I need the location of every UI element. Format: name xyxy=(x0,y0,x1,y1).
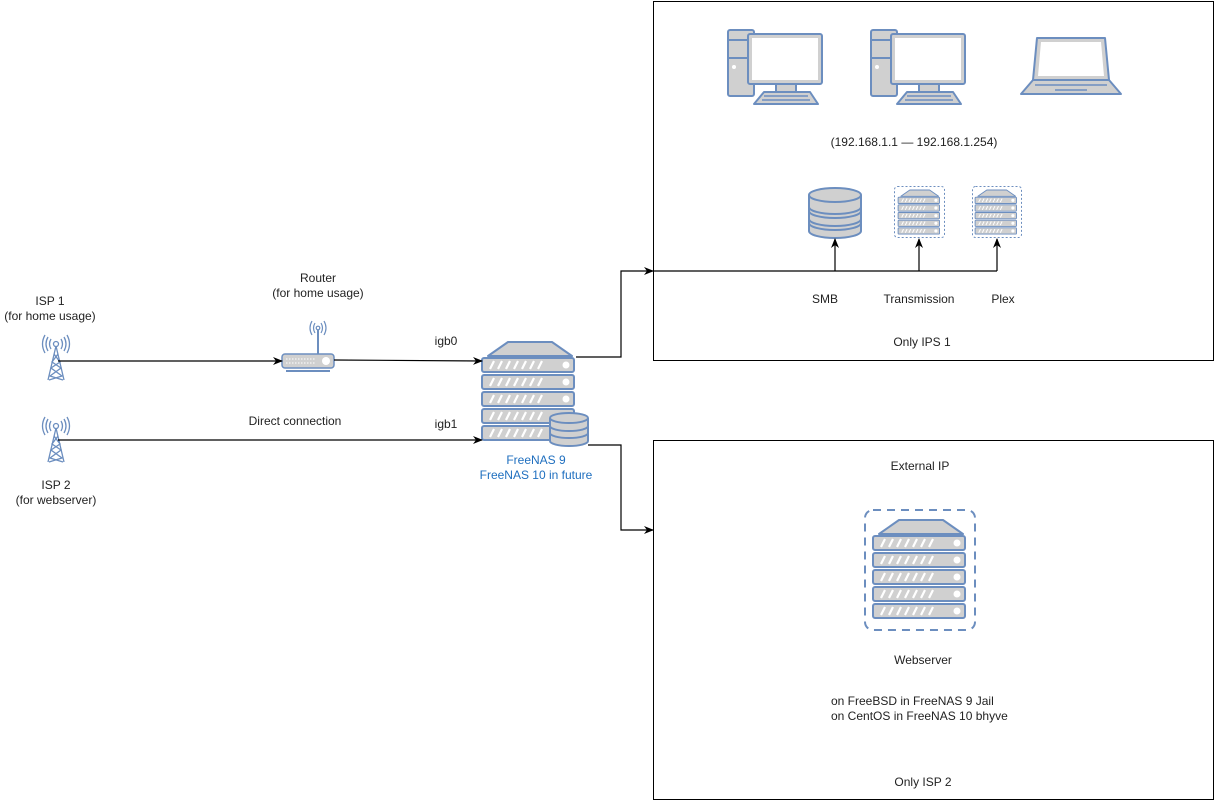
desktop-computer-icon-1 xyxy=(727,29,823,105)
external-ip-label: External IP xyxy=(890,459,950,473)
freenas-to-webserver-network-connection xyxy=(588,444,654,534)
isp1-title: ISP 1 xyxy=(35,294,65,308)
transmission-server-icon xyxy=(894,186,945,238)
webserver-network-container xyxy=(653,440,1214,800)
wireless-router-icon xyxy=(281,320,335,372)
laptop-icon xyxy=(1020,37,1122,95)
home-network-container xyxy=(653,1,1214,361)
plex-server-icon xyxy=(972,186,1022,238)
isp1-subtitle: (for home usage) xyxy=(4,309,96,323)
isp2-title: ISP 2 xyxy=(41,478,71,492)
webserver-server-icon xyxy=(864,509,976,631)
freenas-label: FreeNAS 9 FreeNAS 10 in future xyxy=(466,453,606,483)
smb-label: SMB xyxy=(811,292,838,306)
freenas-line1: FreeNAS 9 xyxy=(506,453,566,467)
webserver-note-line2: on CentOS in FreeNAS 10 bhyve xyxy=(831,709,1008,723)
plex-label: Plex xyxy=(991,292,1015,306)
webserver-note: on FreeBSD in FreeNAS 9 Jail on CentOS i… xyxy=(831,694,1008,724)
isp2-label: ISP 2 (for webserver) xyxy=(6,478,106,508)
freenas-line2: FreeNAS 10 in future xyxy=(479,468,593,482)
freenas-storage-icon xyxy=(549,412,589,447)
igb1-label: igb1 xyxy=(434,417,458,431)
freenas-to-home-network-connection xyxy=(576,267,654,358)
webserver-note-line1: on FreeBSD in FreeNAS 9 Jail xyxy=(831,694,994,708)
home-network-footer: Only IPS 1 xyxy=(893,335,951,349)
router-to-freenas-igb0-connection xyxy=(333,356,483,365)
transmission-label: Transmission xyxy=(883,292,955,306)
webserver-network-footer: Only ISP 2 xyxy=(894,775,952,789)
ip-range-label: (192.168.1.1 — 192.168.1.254) xyxy=(830,135,998,149)
webserver-label: Webserver xyxy=(894,653,952,667)
desktop-computer-icon-2 xyxy=(870,29,966,105)
isp1-antenna-tower-icon xyxy=(41,334,71,381)
direct-connection-label: Direct connection xyxy=(248,414,342,428)
isp2-subtitle: (for webserver) xyxy=(15,493,97,507)
router-subtitle: (for home usage) xyxy=(272,286,364,300)
igb0-label: igb0 xyxy=(434,334,458,348)
router-label: Router (for home usage) xyxy=(268,271,368,301)
smb-database-icon xyxy=(808,187,862,239)
router-title: Router xyxy=(299,271,337,285)
isp1-label: ISP 1 (for home usage) xyxy=(0,294,100,324)
